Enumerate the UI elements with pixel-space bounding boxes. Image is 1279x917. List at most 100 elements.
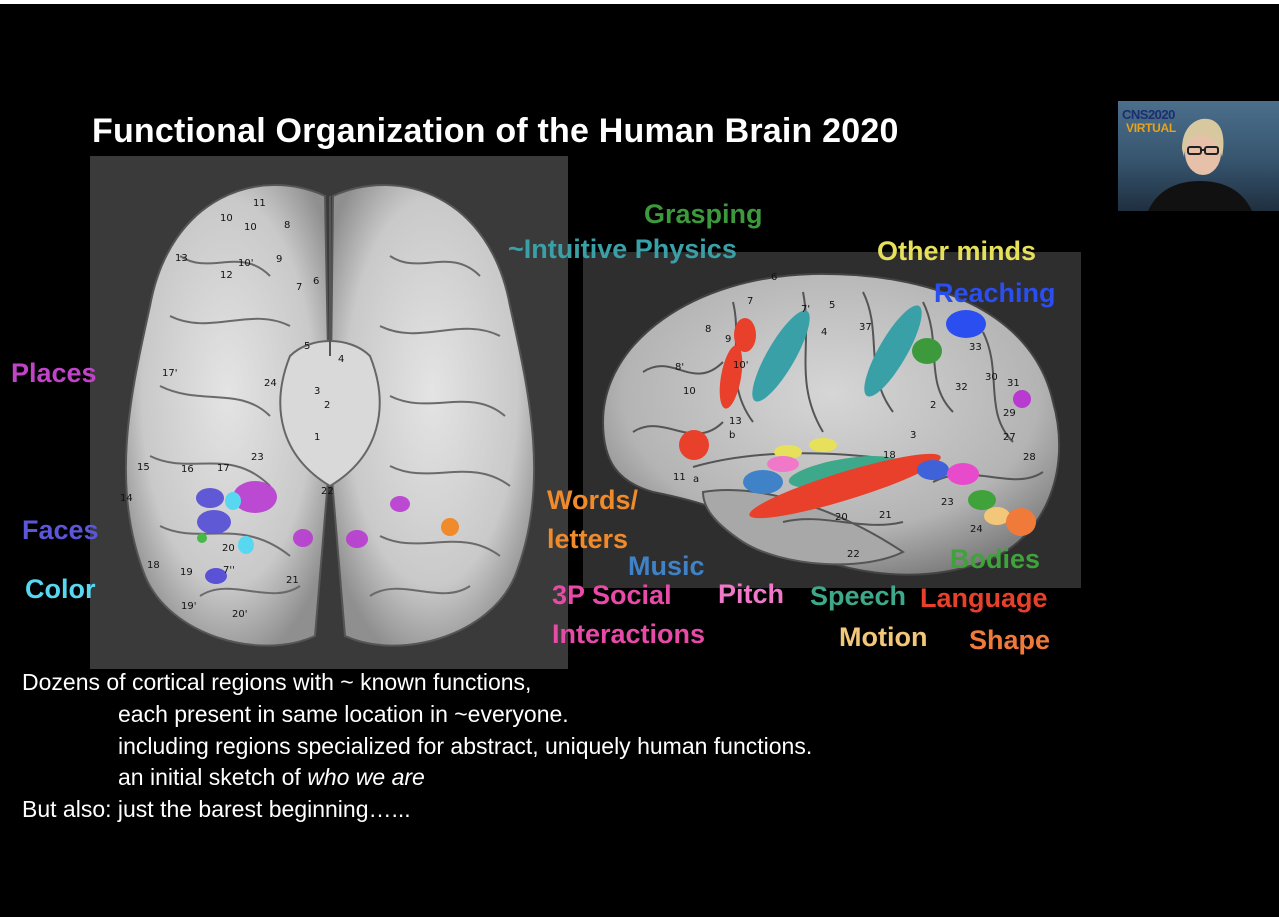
bodies-region [968, 490, 996, 510]
lateral-tick: 30 [985, 372, 998, 383]
face-region-3 [205, 568, 227, 584]
purple-region-1 [293, 529, 313, 547]
frontal-region-3 [679, 430, 709, 460]
ventral-tick: 10 [220, 213, 233, 224]
lateral-tick: 37 [859, 322, 872, 333]
yellow-region-1 [774, 445, 802, 459]
ventral-tick: 10 [244, 222, 257, 233]
label-shape: Shape [969, 625, 1051, 655]
label-grasping: Grasping [644, 199, 763, 229]
body-line-5: But also: just the barest beginning…... [22, 796, 411, 822]
ventral-tick: 10' [238, 258, 254, 269]
ventral-tick: 15 [137, 462, 150, 473]
ventral-tick: 19 [180, 567, 193, 578]
lateral-tick: 18 [883, 450, 896, 461]
lateral-tick: 5 [829, 300, 836, 311]
yellow-region-2 [809, 438, 837, 452]
lateral-tick: 22 [847, 549, 860, 560]
ventral-tick: 6 [313, 276, 320, 287]
label-letters: letters [547, 524, 629, 554]
ventral-tick: 14 [120, 493, 133, 504]
lateral-tick: 9 [725, 334, 732, 345]
label-speech: Speech [810, 581, 907, 611]
lateral-tick: 2 [930, 400, 937, 411]
label-interactions: Interactions [552, 619, 706, 649]
ventral-tick: 23 [251, 452, 264, 463]
label-reaching: Reaching [934, 278, 1056, 308]
music-region [743, 470, 783, 494]
purple-region-2 [346, 530, 368, 548]
ventral-tick: 16 [181, 464, 194, 475]
lateral-tick: 28 [1023, 452, 1036, 463]
language-region [749, 453, 941, 519]
reaching-region [946, 310, 986, 338]
virtual-logo-text: VIRTUAL [1126, 121, 1176, 135]
ventral-tick: 24 [264, 378, 277, 389]
label-pitch: Pitch [718, 579, 785, 609]
ventral-brain-drawing [124, 184, 536, 647]
color-region-2 [238, 536, 254, 554]
lateral-tick: 8 [705, 324, 712, 335]
physics-region-2 [864, 305, 922, 397]
ventral-tick: 18 [147, 560, 160, 571]
lateral-tick: 6 [771, 272, 778, 283]
lateral-tick: 31 [1007, 378, 1020, 389]
ventral-brain-image: 11 10 8 10 13 12 10' 9 7 6 5 4 3 2 1 17'… [90, 156, 568, 669]
ventral-tick: 5 [304, 341, 311, 352]
ventral-tick: 21 [286, 575, 299, 586]
lateral-tick: 21 [879, 510, 892, 521]
face-region-2 [197, 510, 231, 534]
lateral-tick: 4 [821, 327, 828, 338]
cns-logo-text: CNS2020 [1122, 107, 1175, 122]
ventral-tick: 20 [222, 543, 235, 554]
body-line-1: Dozens of cortical regions with ~ known … [22, 669, 532, 695]
lateral-tick: 29 [1003, 408, 1016, 419]
lateral-tick: 3 [910, 430, 917, 441]
lateral-tick: 8' [675, 362, 685, 373]
lateral-tick: 20 [835, 512, 848, 523]
pink-region-2 [947, 463, 979, 485]
label-intuitive-physics: ~Intuitive Physics [508, 234, 737, 264]
lateral-tick: 7 [747, 296, 754, 307]
lateral-tick: 33 [969, 342, 982, 353]
ventral-tick: 20' [232, 609, 248, 620]
label-3p-social: 3P Social [552, 580, 672, 610]
lateral-tick: b [729, 430, 736, 441]
purple-lateral-region [1013, 390, 1031, 408]
ventral-tick: 3 [314, 386, 321, 397]
ventral-tick: 7'' [223, 565, 235, 576]
ventral-tick: 19' [181, 601, 197, 612]
label-motion: Motion [839, 622, 928, 652]
label-places: Places [11, 358, 97, 388]
body-line-4-italic: who we are [307, 764, 425, 790]
grasping-region [912, 338, 942, 364]
body-line-4: an initial sketch of who we are [118, 766, 425, 789]
frontal-region-2 [719, 345, 743, 409]
ventral-tick: 17 [217, 463, 230, 474]
lateral-tick: 7' [801, 304, 811, 315]
ventral-tick: 9 [276, 254, 283, 265]
ventral-tick: 11 [253, 198, 266, 209]
lateral-tick: 32 [955, 382, 968, 393]
ventral-tick: 2 [324, 400, 331, 411]
ventral-tick: 13 [175, 253, 188, 264]
ventral-tick: 12 [220, 270, 233, 281]
blue-region [917, 460, 949, 480]
lateral-tick: 23 [941, 497, 954, 508]
presenter-webcam[interactable]: CNS2020 VIRTUAL [1118, 101, 1279, 211]
lateral-brain-image: 6 7 7' 5 4 37 8 9 10' 10 13 b 11 a 3 2 3… [583, 252, 1081, 588]
lateral-tick: a [693, 474, 700, 485]
frontal-region-1 [734, 318, 756, 352]
ventral-tick: 7 [296, 282, 303, 293]
label-color: Color [25, 574, 96, 604]
lateral-tick: 24 [970, 524, 983, 535]
label-words: Words/ [547, 485, 639, 515]
motion-region [984, 507, 1010, 525]
lateral-tick: 11 [673, 472, 686, 483]
window-top-edge [0, 0, 1279, 4]
pink-region [767, 456, 799, 472]
orange-region [441, 518, 459, 536]
lateral-tick: 10 [683, 386, 696, 397]
label-other-minds: Other minds [877, 236, 1037, 266]
ventral-tick: 22 [321, 486, 334, 497]
